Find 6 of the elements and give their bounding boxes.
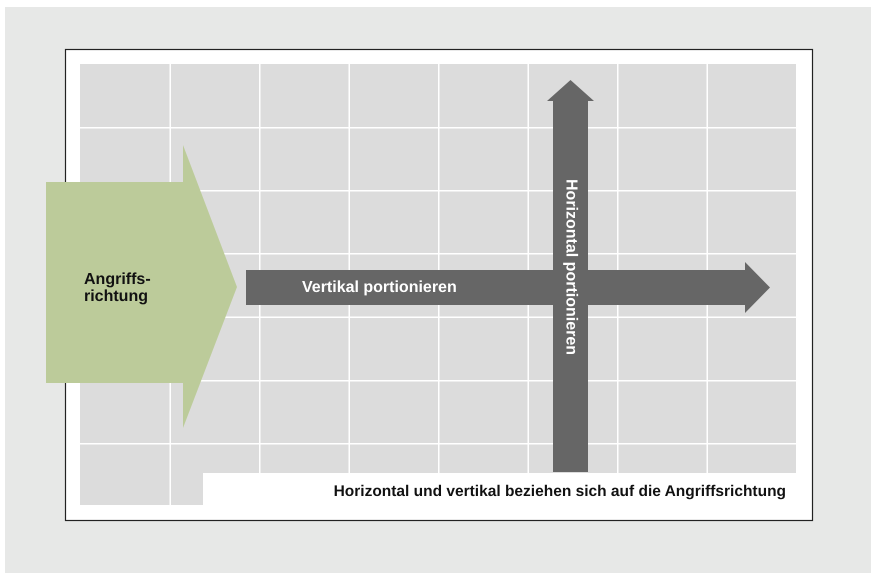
attack-direction-arrow bbox=[46, 145, 237, 428]
vertical-arrow bbox=[547, 80, 594, 472]
arrow-label: Vertikal portionieren bbox=[302, 279, 457, 296]
arrow-label: Angriffs- richtung bbox=[84, 271, 152, 305]
arrow-label: Horizontal portionieren bbox=[562, 179, 579, 355]
note-text: Horizontal und vertikal beziehen sich auf die Angriffsrichtung bbox=[334, 483, 786, 500]
